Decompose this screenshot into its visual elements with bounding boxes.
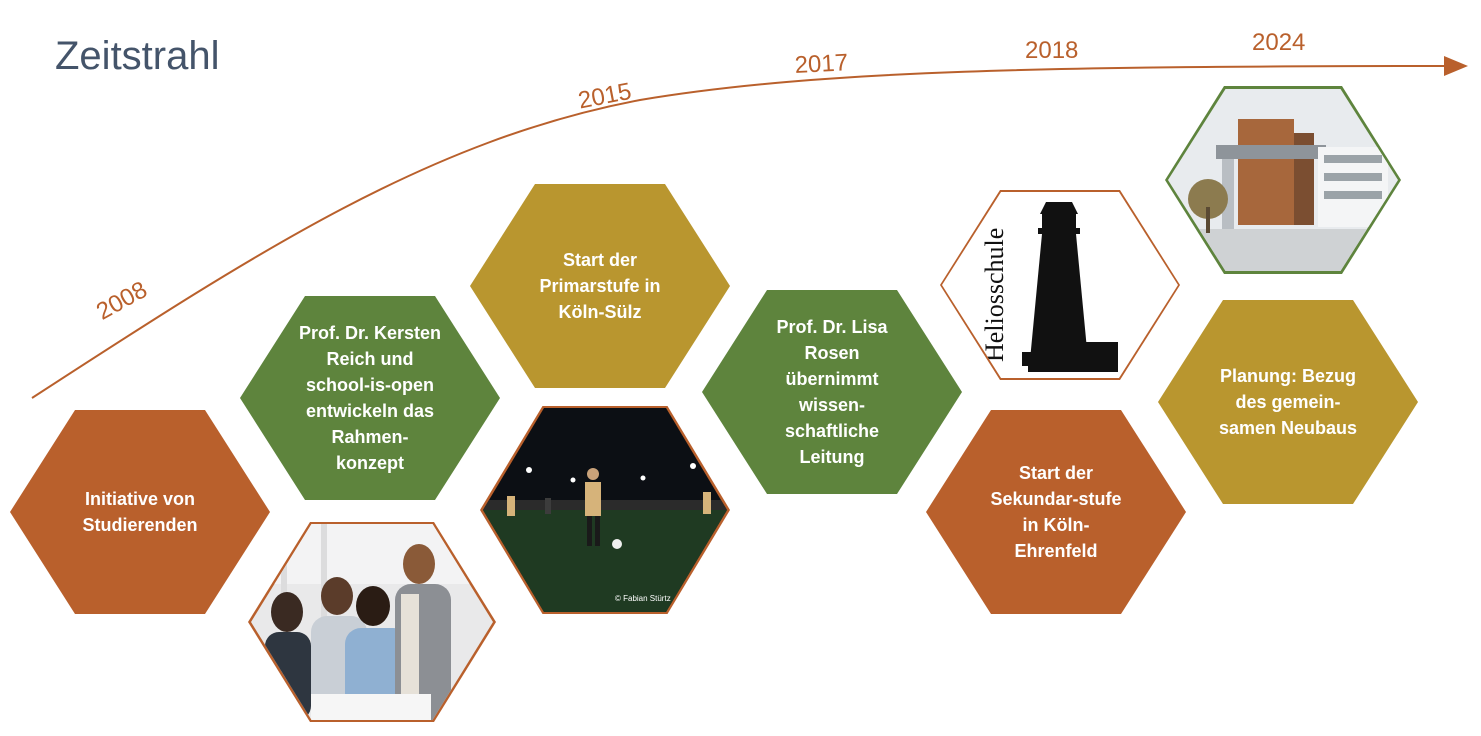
lighthouse-icon — [1022, 202, 1118, 372]
milestone-text: Prof. Dr. Kersten Reich und school-is-op… — [298, 323, 442, 473]
milestone-text: Prof. Dr. Lisa Rosen übernimmt wissen-sc… — [776, 317, 888, 467]
page-title: Zeitstrahl — [55, 34, 220, 78]
milestone-text: Start der Primarstufe in Köln-Sülz — [539, 250, 661, 322]
milestone-text: Initiative von Studierenden — [82, 489, 198, 535]
milestone-neubau: Planung: Bezug des gemein-samen Neubaus — [1158, 300, 1418, 504]
year-label-2018: 2018 — [1025, 37, 1079, 64]
logo-text: Heliosschule — [980, 227, 1009, 362]
milestone-text: Start der Sekundar-stufe in Köln-Ehrenfe… — [990, 463, 1122, 561]
students-photo — [251, 524, 493, 720]
year-label-2024: 2024 — [1252, 29, 1306, 56]
photo-credit: © Fabian Stürtz — [615, 594, 671, 603]
year-label-2017: 2017 — [794, 49, 849, 79]
milestone-rahmenkonzept: Prof. Dr. Kersten Reich und school-is-op… — [240, 296, 500, 500]
milestone-text: Planung: Bezug des gemein-samen Neubaus — [1218, 366, 1358, 438]
